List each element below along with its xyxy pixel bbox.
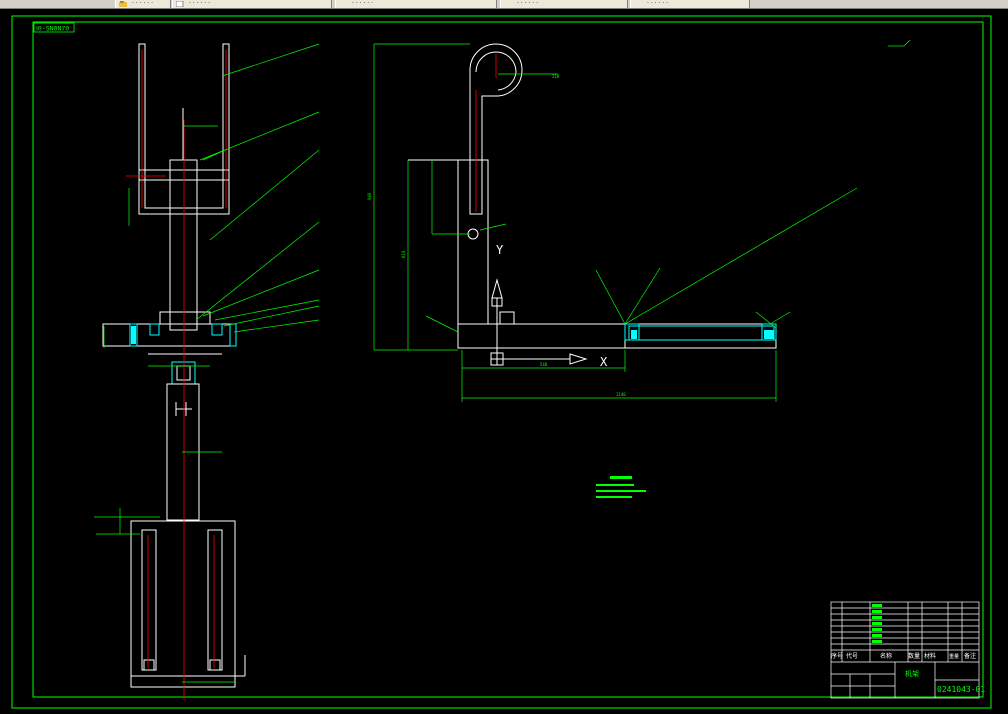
tab-label: · · · · · ·: [352, 0, 373, 7]
header-weight: 重量: [949, 653, 959, 660]
tab-label: · · · · · ·: [132, 0, 153, 7]
left-view: [102, 43, 246, 688]
document-tab-1[interactable]: · · · · · ·: [115, 0, 171, 8]
corner-label: Ⅰ0-SN0N70: [36, 25, 69, 33]
dimension-texts: 940 610 540 1140 210: [367, 74, 626, 397]
dimension-lines-right: [373, 39, 911, 402]
technical-notes: [596, 476, 646, 498]
header-seq: 序号: [831, 652, 843, 660]
dim-overall-height: 940: [367, 192, 372, 200]
dim-210: 210: [552, 74, 560, 79]
header-remark: 备注: [964, 652, 976, 660]
document-tab-bar: · · · · · · · · · · · · · · · · · · · · …: [0, 0, 1008, 9]
dim-540: 540: [540, 362, 548, 367]
title-block: [830, 601, 980, 699]
header-qty: 数量: [908, 652, 920, 660]
drawing-frame: [11, 15, 992, 709]
folder-icon: [119, 1, 127, 7]
document-tab-5[interactable]: · · · · · ·: [630, 0, 750, 8]
title-block-fills: [872, 604, 882, 643]
tab-label: · · · · · ·: [647, 0, 668, 7]
axis-y-label: Y: [496, 243, 504, 257]
tab-label: · · · · · ·: [517, 0, 538, 7]
header-name: 名称: [880, 652, 892, 660]
tab-label: · · · · · ·: [189, 0, 210, 7]
document-tab-3[interactable]: · · · · · ·: [335, 0, 497, 8]
centerlines-left: [126, 50, 227, 700]
axis-labels: X Y: [496, 243, 608, 369]
header-code: 代号: [846, 652, 858, 660]
leader-lines-left: [94, 43, 320, 683]
centerlines-right: [475, 54, 497, 212]
corner-label-box: Ⅰ0-SN0N70: [33, 22, 75, 33]
dim-upright-height: 610: [401, 250, 406, 258]
dim-1140: 1140: [616, 392, 626, 397]
right-view-fills: [131, 326, 774, 344]
title-cell: 机架: [905, 669, 919, 678]
right-view: [408, 43, 777, 366]
axis-x-label: X: [600, 355, 608, 369]
header-material: 材料: [924, 652, 936, 660]
document-tab-4[interactable]: · · · · · ·: [500, 0, 628, 8]
drawing-number: 0241043-01: [937, 685, 985, 694]
drawing-file-icon: [176, 1, 184, 7]
title-block-texts: 序号 代号 名称 数量 材料 重量 备注 机架 0241043-01: [831, 652, 985, 694]
cad-drawing-canvas[interactable]: Ⅰ0-SN0N70: [0, 8, 1008, 714]
document-tab-2[interactable]: · · · · · ·: [172, 0, 332, 8]
